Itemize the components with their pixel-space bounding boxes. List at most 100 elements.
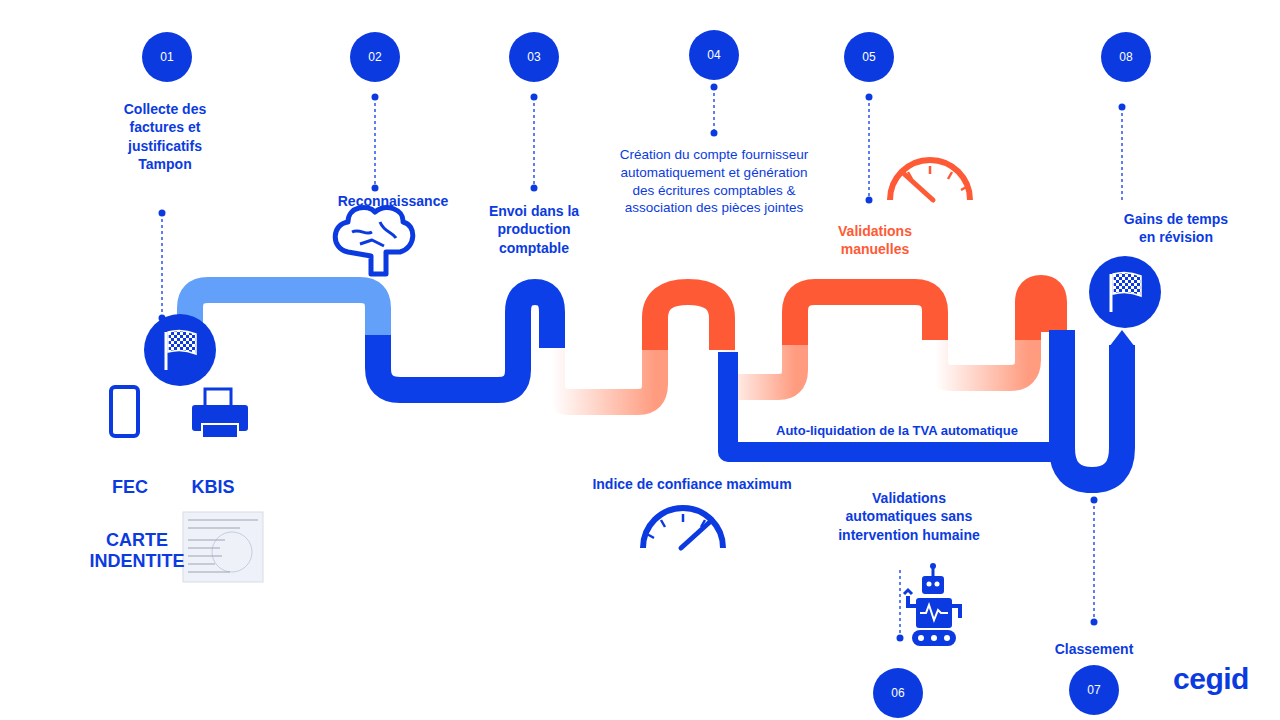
pipe-orange xyxy=(795,292,935,345)
robot-claw xyxy=(904,590,912,594)
pipe-orange xyxy=(655,292,722,350)
id-card xyxy=(183,512,263,582)
flag-cloth xyxy=(1113,272,1141,296)
leader-dots xyxy=(159,84,1126,642)
document-label: CARTE INDENTITE xyxy=(82,530,192,571)
step-number-circle: 02 xyxy=(350,32,400,82)
flow-label: Indice de confiance maximum xyxy=(562,475,822,493)
brain-folds xyxy=(352,222,396,246)
step-number-circle: 06 xyxy=(873,668,923,718)
robot-antenna-tip xyxy=(930,563,936,569)
gauge-arc xyxy=(643,508,723,548)
leader-line xyxy=(1121,107,1122,203)
flag-circle xyxy=(1089,256,1161,328)
robot-pulse xyxy=(920,605,948,620)
circle-fill xyxy=(689,30,739,80)
pipe-arrow xyxy=(1109,330,1135,347)
step-label: Validations manuelles xyxy=(825,222,925,259)
flow-pipe xyxy=(190,288,1135,480)
brain-icon xyxy=(335,207,413,274)
circle-fill xyxy=(509,32,559,82)
callout-number: 01 xyxy=(142,32,192,82)
gauge-needle xyxy=(902,172,933,200)
leader-dot xyxy=(531,94,538,101)
robot-body xyxy=(916,598,952,628)
step-label: Collecte des factures et justificatifs T… xyxy=(110,100,220,174)
pipe-bypass xyxy=(728,352,1065,452)
step-label: Création du compte fournisseur automatiq… xyxy=(614,146,814,217)
flag-pole xyxy=(165,332,168,370)
robot-wheel xyxy=(918,635,924,641)
brand-logo: cegid xyxy=(1161,664,1261,694)
finish-flag xyxy=(1089,256,1161,328)
gauge-arc xyxy=(890,160,970,200)
callout-number: 08 xyxy=(1101,32,1151,82)
circle-fill xyxy=(1101,32,1151,82)
callout-number: 05 xyxy=(844,32,894,82)
circle-fill xyxy=(142,32,192,82)
leader-dot xyxy=(897,635,904,642)
leader-line xyxy=(374,97,375,188)
leader-dot xyxy=(711,130,718,137)
id-card-image xyxy=(183,512,263,582)
step-number-circle: 08 xyxy=(1101,32,1151,82)
leader-dot xyxy=(1119,104,1126,111)
id-lines xyxy=(188,520,258,572)
document-label: FEC xyxy=(100,477,160,498)
robot-eye xyxy=(935,582,940,587)
flag-cloth xyxy=(168,330,196,354)
step-number-circle: 04 xyxy=(689,30,739,80)
circle-fill xyxy=(844,32,894,82)
leader-line xyxy=(868,97,869,200)
leader-line xyxy=(1093,500,1094,622)
robot-wheel xyxy=(931,635,937,641)
gauge-blue xyxy=(643,508,723,548)
step-number-circle: 01 xyxy=(142,32,192,82)
step-label: Gains de temps en révision xyxy=(1116,210,1236,247)
pipe-fade xyxy=(552,348,655,402)
leader-dot xyxy=(711,84,718,91)
step-label: Envoi dans la production comptable xyxy=(479,202,589,257)
leader-line xyxy=(161,213,162,318)
leader-dot xyxy=(866,197,873,204)
document-label: KBIS xyxy=(178,477,248,498)
pipe-blue xyxy=(1062,330,1122,480)
callout-number: 07 xyxy=(1069,665,1119,715)
leader-line xyxy=(533,97,534,188)
robot-track xyxy=(912,630,956,646)
id-stamp xyxy=(212,532,252,572)
circle-fill xyxy=(1069,665,1119,715)
leader-dot xyxy=(159,210,166,217)
leader-dot xyxy=(372,94,379,101)
printer-icon xyxy=(192,389,248,438)
pipe-start xyxy=(190,290,378,335)
callout-number: 02 xyxy=(350,32,400,82)
printer-tray xyxy=(202,424,238,438)
leader-dot xyxy=(1091,619,1098,626)
leader-dot xyxy=(531,185,538,192)
circle-fill xyxy=(873,668,923,718)
phone-icon xyxy=(111,387,138,436)
callout-number: 04 xyxy=(689,30,739,80)
step-label: Classement xyxy=(1034,640,1154,658)
circle-fill xyxy=(350,32,400,82)
step-label: Reconnaissance xyxy=(323,192,463,210)
gauge-needle xyxy=(681,520,712,548)
callout-number: 03 xyxy=(509,32,559,82)
robot-arms xyxy=(908,596,960,618)
gauge-orange xyxy=(890,160,970,200)
robot-wheel xyxy=(944,635,950,641)
leader-line xyxy=(713,87,714,133)
brain-outline xyxy=(335,207,413,274)
robot-head xyxy=(922,576,944,594)
pipe-blue xyxy=(378,292,552,390)
callout-number: 06 xyxy=(873,668,923,718)
robot-eye xyxy=(927,582,932,587)
pipe-fade xyxy=(935,340,1028,378)
leader-dot xyxy=(372,185,379,192)
leader-dot xyxy=(1091,497,1098,504)
step-number-circle: 07 xyxy=(1069,665,1119,715)
robot-icon xyxy=(904,563,960,646)
flag-pole xyxy=(1110,274,1113,312)
